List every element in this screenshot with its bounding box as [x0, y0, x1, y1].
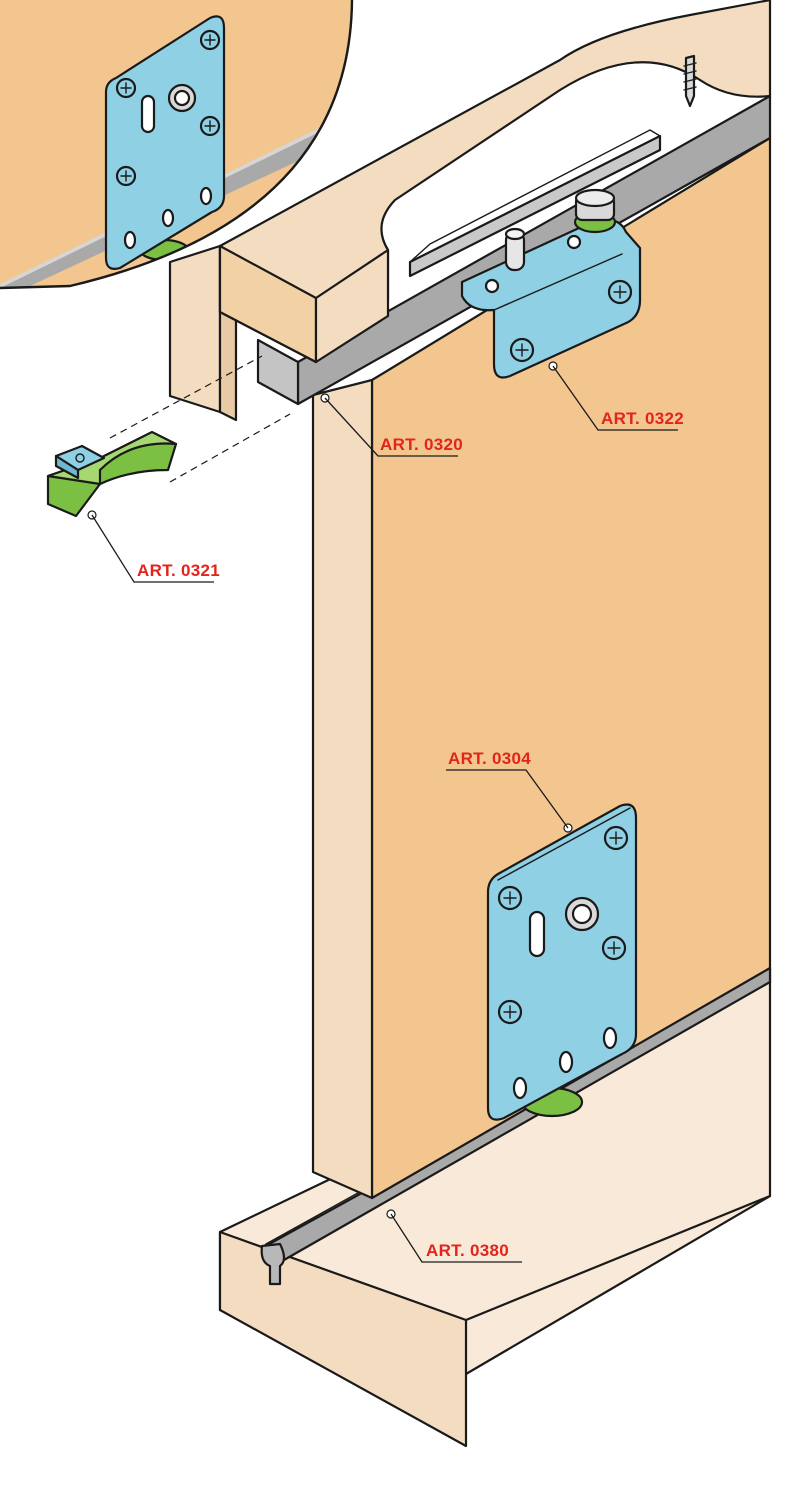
callout-art-0321: ART. 0321: [87, 510, 220, 583]
callout-label: ART. 0380: [426, 1241, 509, 1260]
callout-label: ART. 0304: [448, 749, 531, 768]
callout-art-0322: ART. 0322: [548, 361, 684, 431]
top-guide-bracket: [460, 188, 642, 379]
sliding-door: [311, 136, 772, 1200]
callout-art-0304: ART. 0304: [446, 749, 573, 833]
callout-art-0380: ART. 0380: [386, 1209, 522, 1263]
callout-art-0320: ART. 0320: [320, 393, 463, 457]
wood-screw: [683, 54, 697, 108]
callout-label: ART. 0321: [137, 561, 220, 580]
floor-board: [218, 966, 772, 1448]
track-stopper: [46, 430, 178, 518]
callout-label: ART. 0320: [380, 435, 463, 454]
insertion-guide-lines: [109, 355, 291, 483]
bottom-roller-plate: [486, 803, 638, 1121]
callout-label: ART. 0322: [601, 409, 684, 428]
